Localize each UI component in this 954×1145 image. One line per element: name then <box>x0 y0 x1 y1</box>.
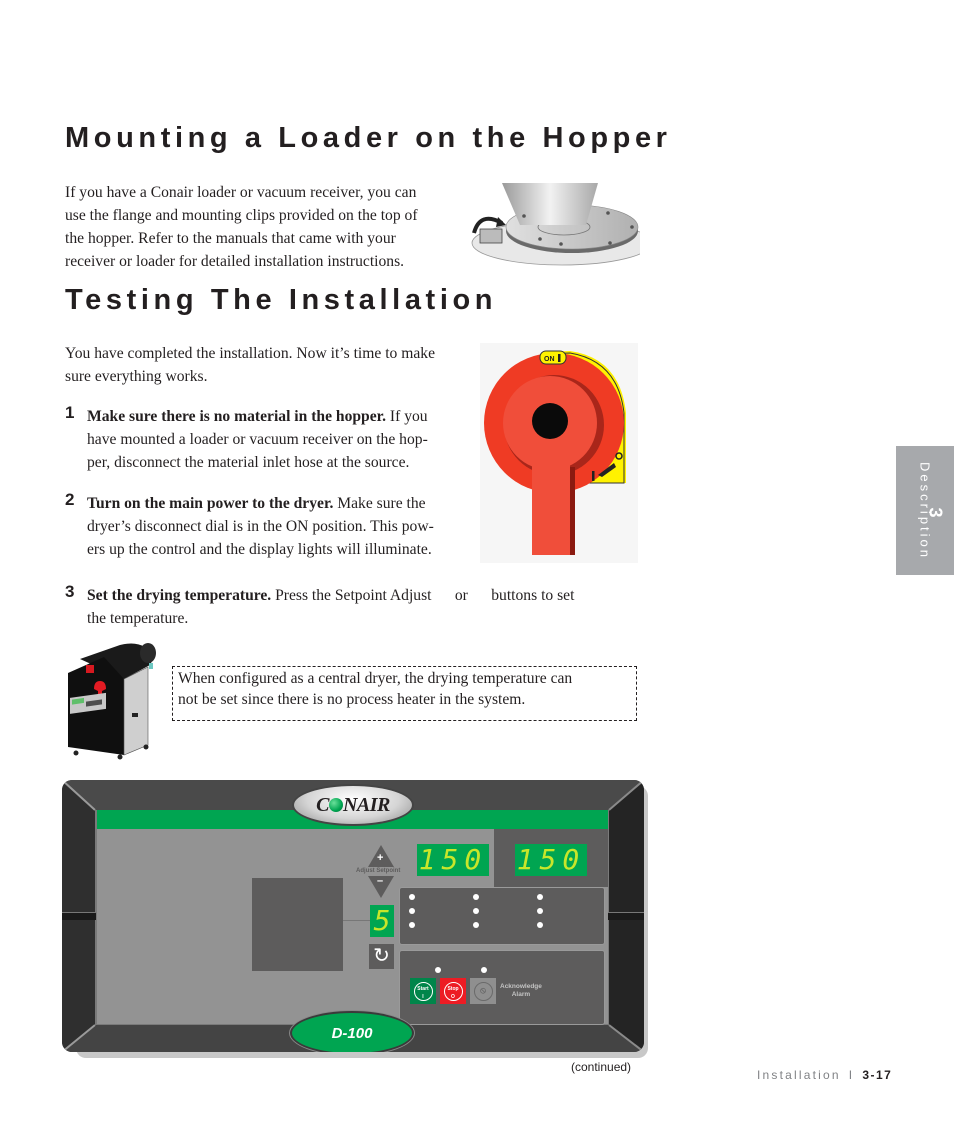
page-number: 3-17 <box>862 1068 893 1082</box>
text-line: dryer’s disconnect dial is in the ON pos… <box>87 518 434 535</box>
step-number: 1 <box>65 403 75 422</box>
status-led-panel <box>399 887 605 945</box>
step-3-text: Set the drying temperature. Press the Se… <box>87 584 574 630</box>
footer-separator: I <box>848 1068 855 1082</box>
heading-mounting-loader: Mounting a Loader on the Hopper <box>65 122 672 154</box>
plus-icon: + <box>377 852 384 864</box>
hopper-flange-illustration <box>471 183 640 266</box>
acknowledge-alarm-label: Acknowledge Alarm <box>500 983 542 999</box>
text-line: have mounted a loader or vacuum receiver… <box>87 431 428 448</box>
stop-label: Stop <box>447 985 459 992</box>
alarm-led <box>481 967 487 973</box>
status-led <box>409 908 415 914</box>
status-led <box>409 894 415 900</box>
alarm-silence-icon: ⦸ <box>473 981 493 1001</box>
ack-label-line: Alarm <box>511 991 531 998</box>
step-1-text: Make sure there is no material in the ho… <box>87 405 428 474</box>
status-led <box>473 894 479 900</box>
side-tab-number: 3 <box>925 507 946 518</box>
status-led <box>537 908 543 914</box>
text-line: the temperature. <box>87 610 189 627</box>
setpoint-down-button[interactable] <box>368 876 394 898</box>
step-number: 3 <box>65 582 75 601</box>
setpoint-up-button[interactable] <box>368 845 394 867</box>
panel-side-slot <box>608 912 644 920</box>
ack-label-line: Acknowledge <box>500 983 542 990</box>
text-line: If you <box>386 408 428 425</box>
page-footer: Installation I 3-17 <box>757 1068 892 1082</box>
start-label: Start <box>417 985 429 992</box>
text-line: If you have a Conair loader or vacuum re… <box>65 184 417 201</box>
actual-temp-display: 150 <box>515 843 587 876</box>
model-badge: D-100 <box>290 1011 414 1052</box>
step-title: Turn on the main power to the dryer. <box>87 495 334 512</box>
mounting-paragraph: If you have a Conair loader or vacuum re… <box>65 181 418 273</box>
mode-digit-display: 5 <box>370 905 394 937</box>
text-line: receiver or loader for detailed installa… <box>65 253 405 270</box>
panel-blank-window <box>252 878 343 971</box>
status-led <box>537 894 543 900</box>
minus-icon: – <box>377 875 384 887</box>
adjust-setpoint-label: Adjust Setpoint <box>356 868 401 874</box>
status-led <box>473 908 479 914</box>
central-dryer-note: When configured as a central dryer, the … <box>172 666 637 721</box>
start-symbol: I <box>422 993 424 1000</box>
chapter-side-tab[interactable]: Description 3 <box>896 446 954 575</box>
acknowledge-alarm-button[interactable]: ⦸ <box>470 978 496 1004</box>
disconnect-dial-illustration: ON <box>480 343 638 563</box>
text-line: You have completed the installation. Now… <box>65 345 436 362</box>
status-led <box>473 922 479 928</box>
text-line: Press the Setpoint Adjust or buttons to … <box>271 587 575 604</box>
text-line: not be set since there is no process hea… <box>178 691 526 708</box>
status-led <box>409 922 415 928</box>
text-line: When configured as a central dryer, the … <box>178 670 573 687</box>
start-stop-led <box>435 967 441 973</box>
text-line: per, disconnect the material inlet hose … <box>87 454 410 471</box>
heading-testing-installation: Testing The Installation <box>65 284 498 316</box>
text-line: Make sure the <box>333 495 426 512</box>
setpoint-display: 150 <box>417 843 489 876</box>
brand-tail: NAIR <box>342 793 390 816</box>
reset-cycle-button[interactable]: ↻ <box>369 944 394 969</box>
text-line: the hopper. Refer to the manuals that ca… <box>65 230 396 247</box>
stop-symbol: O <box>451 993 455 1000</box>
text-line: use the flange and mounting clips provid… <box>65 207 418 224</box>
status-led <box>537 922 543 928</box>
text-line: ers up the control and the display light… <box>87 541 432 558</box>
step-title: Make sure there is no material in the ho… <box>87 408 387 425</box>
footer-section: Installation <box>757 1068 841 1082</box>
connector-line <box>343 920 370 921</box>
step-number: 2 <box>65 490 75 509</box>
step-title: Set the drying temperature. <box>87 587 272 604</box>
dial-on-label: ON <box>544 356 555 363</box>
testing-intro: You have completed the installation. Now… <box>65 342 435 388</box>
text-line: sure everything works. <box>65 368 208 385</box>
continued-label: (continued) <box>571 1060 632 1074</box>
globe-icon <box>328 797 343 812</box>
panel-side-slot <box>62 912 96 920</box>
dryer-unit-illustration <box>68 643 156 760</box>
step-2-text: Turn on the main power to the dryer. Mak… <box>87 492 434 561</box>
